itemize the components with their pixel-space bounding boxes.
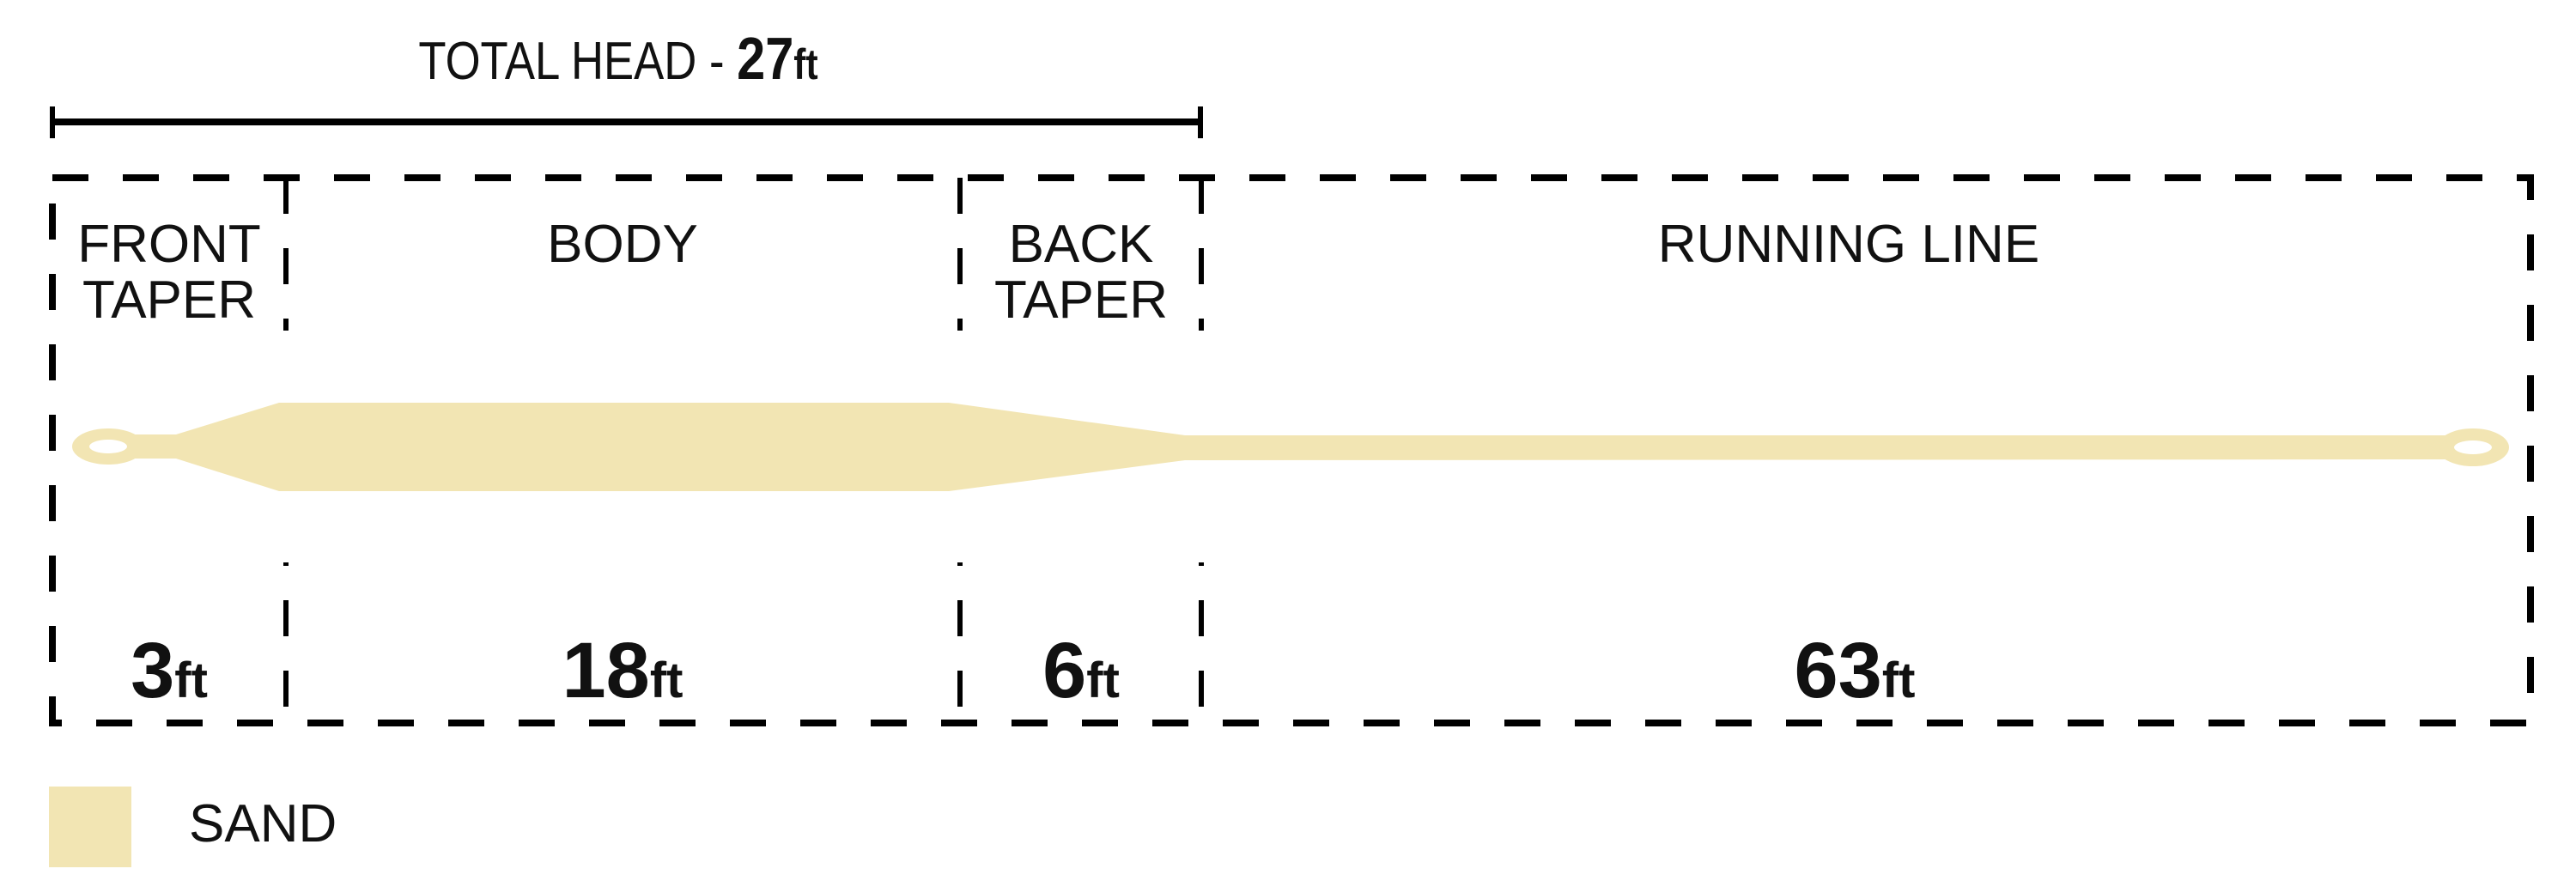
legend-swatch-sand — [49, 787, 131, 867]
total-head-bracket — [50, 106, 1203, 138]
running-line-label: RUNNING LINE — [1658, 215, 2039, 274]
fly-line-shape — [72, 403, 2509, 491]
front-taper-label-1: FRONT — [77, 215, 261, 274]
running-line-length: 63ft — [1795, 627, 1916, 714]
legend-label-sand: SAND — [189, 794, 337, 854]
front-taper-length: 3ft — [131, 627, 208, 714]
total-head-title: TOTAL HEAD - 27ft — [418, 24, 817, 92]
body-label: BODY — [547, 215, 698, 274]
back-taper-label-1: BACK — [1009, 215, 1154, 274]
back-taper-label-2: TAPER — [994, 270, 1168, 330]
front-taper-label-2: TAPER — [82, 270, 256, 330]
section-boxes — [49, 174, 2534, 726]
body-length: 18ft — [562, 627, 683, 714]
back-taper-length: 6ft — [1042, 627, 1120, 714]
